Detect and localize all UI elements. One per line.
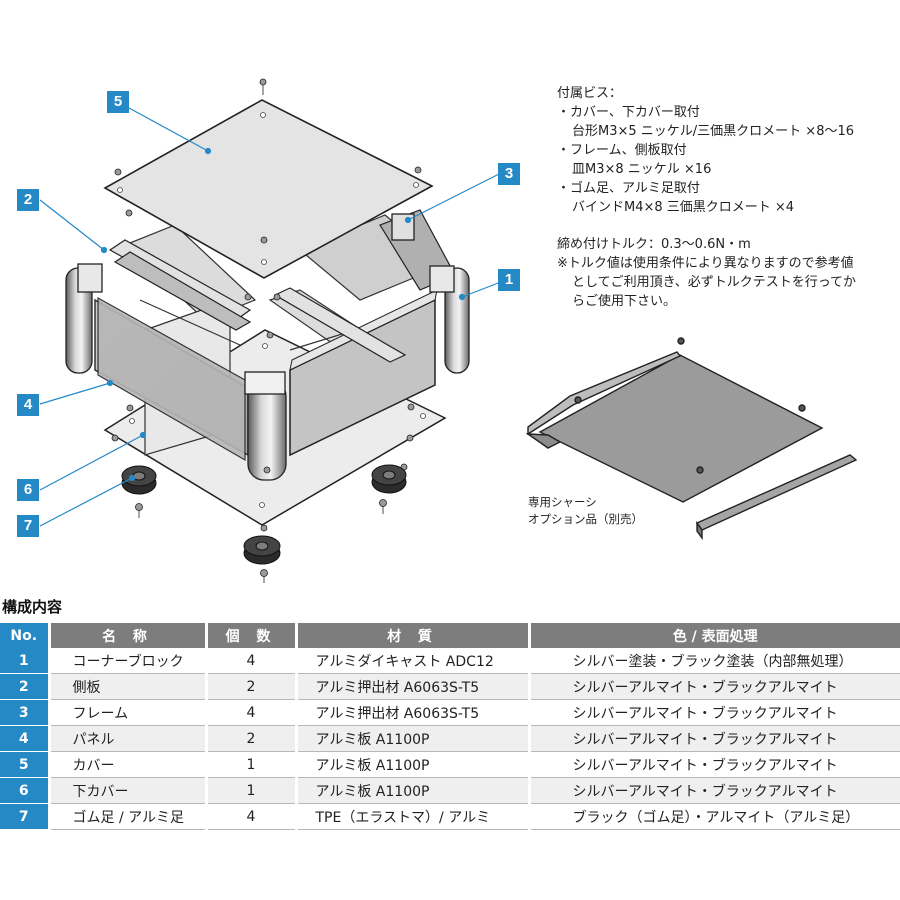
row-material: アルミ板 A1100P: [294, 725, 529, 752]
row-qty: 4: [204, 803, 296, 830]
optional-chassis: [525, 337, 858, 541]
table-row: 6 下カバー 1 アルミ板 A1100P シルバーアルマイト・ブラックアルマイト: [0, 777, 900, 804]
table-row: 3 フレーム 4 アルミ押出材 A6063S-T5 シルバーアルマイト・ブラック…: [0, 699, 900, 726]
row-name: コーナーブロック: [47, 648, 206, 674]
screw-item-name: ・フレーム、側板取付: [557, 143, 687, 158]
row-color: シルバーアルマイト・ブラックアルマイト: [527, 699, 900, 726]
row-color: ブラック（ゴム足）・アルマイト（アルミ足）: [527, 803, 900, 830]
table-header-row: No. 名 称 個 数 材 質 色 / 表面処理: [0, 623, 900, 648]
row-material: アルミ板 A1100P: [294, 777, 529, 804]
row-color: シルバー塗装・ブラック塗装（内部無処理）: [527, 648, 900, 674]
torque-note-line: ※トルク値は使用条件により異なりますので参考値: [557, 256, 854, 271]
header-qty: 個 数: [204, 623, 296, 648]
callout-1: 1: [498, 269, 520, 291]
side-panel-left-face: [97, 296, 246, 462]
screw-item-name: ・ゴム足、アルミ足取付: [557, 181, 700, 196]
table-row: 5 カバー 1 アルミ板 A1100P シルバーアルマイト・ブラックアルマイト: [0, 751, 900, 778]
row-material: アルミ押出材 A6063S-T5: [294, 699, 529, 726]
table-row: 1 コーナーブロック 4 アルミダイキャスト ADC12 シルバー塗装・ブラック…: [0, 648, 900, 674]
callout-5: 5: [107, 91, 129, 113]
callout-6: 6: [17, 479, 39, 501]
row-name: パネル: [47, 725, 206, 752]
chassis-label: 専用シャーシ オプション品（別売）: [528, 494, 643, 528]
row-name: カバー: [47, 751, 206, 778]
table-title: 構成内容: [2, 598, 63, 616]
row-qty: 2: [204, 725, 296, 752]
row-material: TPE（エラストマ）/ アルミ: [294, 803, 529, 830]
header-color: 色 / 表面処理: [527, 623, 900, 648]
feet: [121, 464, 407, 565]
row-name: ゴム足 / アルミ足: [47, 803, 206, 830]
row-qty: 4: [204, 648, 296, 674]
row-name: フレーム: [47, 699, 206, 726]
top-cover-panel: [103, 99, 434, 279]
callout-7: 7: [17, 515, 39, 537]
row-name: 側板: [47, 673, 206, 700]
screw-item-name: ・カバー、下カバー取付: [557, 105, 700, 120]
table-row: 2 側板 2 アルミ押出材 A6063S-T5 シルバーアルマイト・ブラックアル…: [0, 673, 900, 700]
bottom-cover-holes: [129, 343, 426, 508]
screw-notes: 付属ビス： ・カバー、下カバー取付 台形M3×5 ニッケル/三価黒クロメート ×…: [557, 84, 856, 311]
screw-item-spec: 皿M3×8 ニッケル ×16: [572, 162, 712, 177]
row-qty: 1: [204, 751, 296, 778]
row-no: 2: [0, 673, 49, 700]
screw-item-spec: 台形M3×5 ニッケル/三価黒クロメート ×8〜16: [572, 124, 855, 139]
header-material: 材 質: [294, 623, 529, 648]
corner-blocks: [65, 213, 470, 481]
row-no: 6: [0, 777, 49, 804]
row-no: 5: [0, 751, 49, 778]
chassis-label-line1: 専用シャーシ: [528, 495, 597, 509]
header-name: 名 称: [47, 623, 206, 648]
screws-title: 付属ビス：: [557, 86, 623, 101]
row-color: シルバーアルマイト・ブラックアルマイト: [527, 673, 900, 700]
screws: [111, 78, 422, 583]
row-color: シルバーアルマイト・ブラックアルマイト: [527, 751, 900, 778]
row-no: 3: [0, 699, 49, 726]
torque-text: 締め付けトルク：0.3〜0.6N・m: [557, 237, 751, 252]
callout-3: 3: [498, 163, 520, 185]
row-material: アルミ板 A1100P: [294, 751, 529, 778]
row-name: 下カバー: [47, 777, 206, 804]
table-row: 4 パネル 2 アルミ板 A1100P シルバーアルマイト・ブラックアルマイト: [0, 725, 900, 752]
row-qty: 1: [204, 777, 296, 804]
row-material: アルミ押出材 A6063S-T5: [294, 673, 529, 700]
torque-note-line: らご使用下さい。: [572, 294, 677, 309]
callout-4: 4: [17, 394, 39, 416]
header-no: No.: [0, 623, 49, 648]
enclosure-exploded-diagram: [39, 78, 858, 583]
row-material: アルミダイキャスト ADC12: [294, 648, 529, 674]
chassis-label-line2: オプション品（別売）: [528, 512, 643, 526]
parts-table: No. 名 称 個 数 材 質 色 / 表面処理 1 コーナーブロック 4 アル…: [0, 623, 900, 830]
row-qty: 4: [204, 699, 296, 726]
row-color: シルバーアルマイト・ブラックアルマイト: [527, 725, 900, 752]
table-row: 7 ゴム足 / アルミ足 4 TPE（エラストマ）/ アルミ ブラック（ゴム足）…: [0, 803, 900, 830]
screw-item-spec: バインドM4×8 三価黒クロメート ×4: [572, 200, 795, 215]
row-no: 4: [0, 725, 49, 752]
row-qty: 2: [204, 673, 296, 700]
row-no: 1: [0, 648, 49, 674]
callout-2: 2: [17, 189, 39, 211]
row-color: シルバーアルマイト・ブラックアルマイト: [527, 777, 900, 804]
torque-note-line: としてご利用頂き、必ずトルクテストを行ってか: [572, 275, 857, 290]
top-cover-holes: [117, 112, 419, 265]
row-no: 7: [0, 803, 49, 830]
